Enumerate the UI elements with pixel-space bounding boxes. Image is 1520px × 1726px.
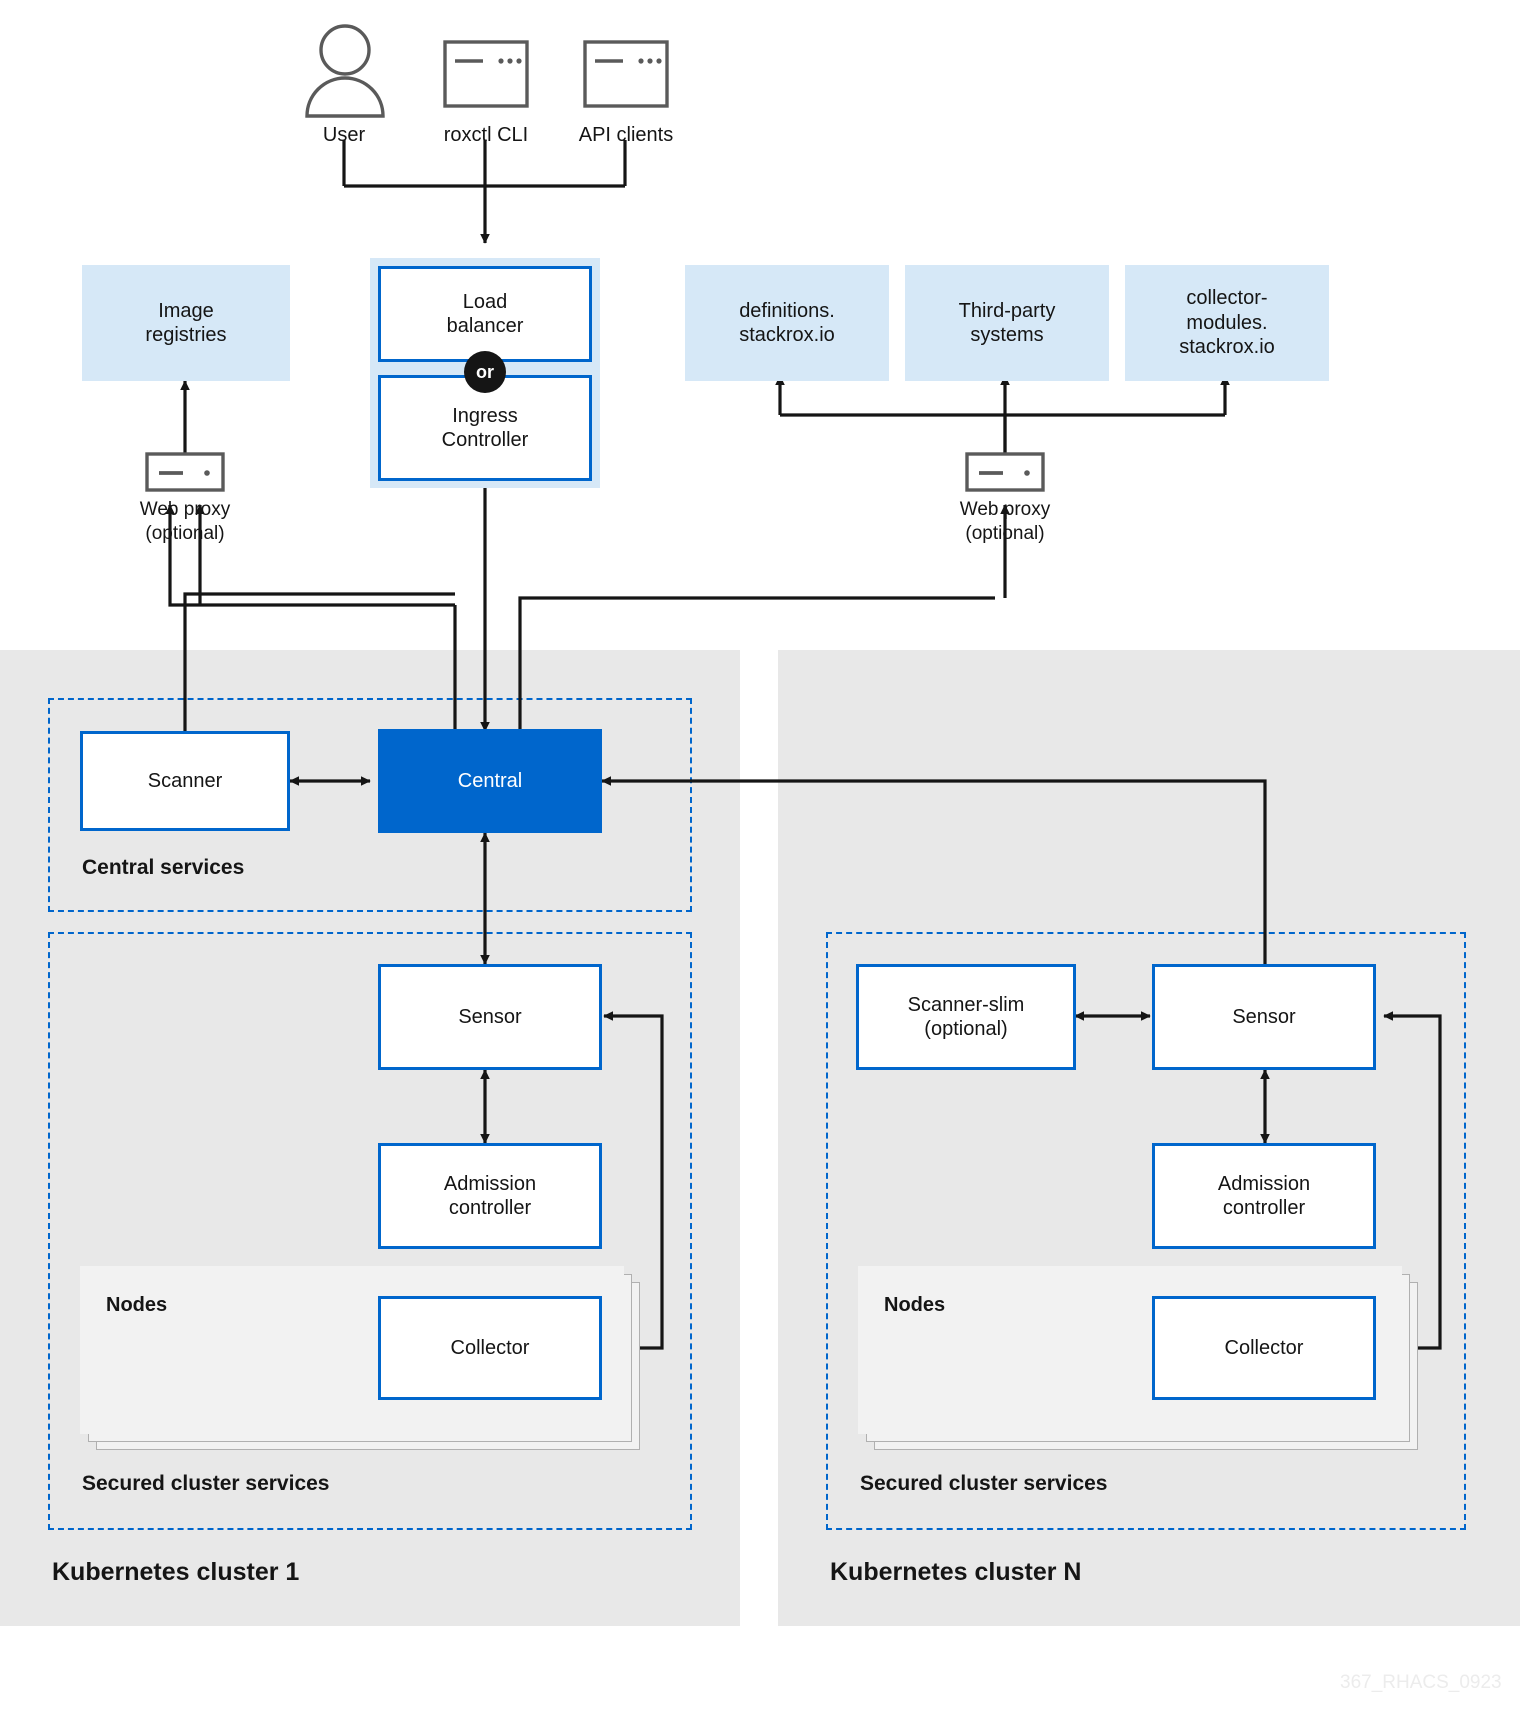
- web-proxy-left-optional: (optional): [145, 522, 225, 544]
- user-label: User: [322, 124, 366, 146]
- api-clients-actor: [583, 40, 669, 108]
- cluster-1-nodes-label: Nodes: [106, 1294, 168, 1316]
- cluster-1-secured-caption: Secured cluster services: [82, 1472, 330, 1495]
- scanner-box[interactable]: Scanner: [80, 731, 290, 831]
- cluster-n-sensor-label: Sensor: [1232, 1005, 1296, 1028]
- or-chip: or: [464, 351, 506, 393]
- cluster-n-secured-caption: Secured cluster services: [860, 1472, 1108, 1495]
- cluster-n-caption: Kubernetes cluster N: [830, 1558, 1082, 1586]
- cluster-1-collector-box[interactable]: Collector: [378, 1296, 602, 1400]
- cluster-1-sensor-box[interactable]: Sensor: [378, 964, 602, 1070]
- web-proxy-right-label: Web proxy (optional): [915, 498, 1095, 546]
- api-clients-label: API clients: [578, 124, 674, 146]
- web-proxy-left: [145, 452, 225, 492]
- central-services-caption: Central services: [82, 856, 245, 879]
- terminal-window-icon: [443, 40, 529, 108]
- definitions-stackrox-label: definitions.stackrox.io: [739, 299, 835, 346]
- definitions-stackrox-box[interactable]: definitions.stackrox.io: [685, 265, 889, 381]
- web-proxy-right-optional: (optional): [965, 522, 1045, 544]
- cluster-1-collector-label: Collector: [450, 1336, 530, 1359]
- cluster-n-collector-box[interactable]: Collector: [1152, 1296, 1376, 1400]
- roxctl-cli-label: roxctl CLI: [443, 124, 529, 146]
- central-box[interactable]: Central: [378, 729, 602, 833]
- cluster-1-caption: Kubernetes cluster 1: [52, 1558, 300, 1586]
- proxy-server-icon: [145, 452, 225, 492]
- collector-modules-box[interactable]: collector-modules.stackrox.io: [1125, 265, 1329, 381]
- scanner-label: Scanner: [147, 769, 223, 792]
- web-proxy-right: [965, 452, 1045, 492]
- cluster-n-scanner-slim-label: Scanner-slim(optional): [907, 993, 1025, 1040]
- person-icon: [305, 24, 385, 118]
- proxy-server-icon: [965, 452, 1045, 492]
- cluster-n-nodes-label: Nodes: [884, 1294, 946, 1316]
- watermark: 367_RHACS_0923: [1340, 1672, 1502, 1693]
- roxctl-cli-actor: [443, 40, 529, 108]
- cluster-n-scanner-slim-box[interactable]: Scanner-slim(optional): [856, 964, 1076, 1070]
- collector-modules-label: collector-modules.stackrox.io: [1179, 287, 1275, 359]
- cluster-1-sensor-label: Sensor: [458, 1005, 522, 1028]
- cluster-n-collector-label: Collector: [1224, 1336, 1304, 1359]
- cluster-n-sensor-box[interactable]: Sensor: [1152, 964, 1376, 1070]
- web-proxy-left-label: Web proxy (optional): [95, 498, 275, 546]
- web-proxy-right-title: Web proxy: [959, 499, 1051, 520]
- central-label: Central: [457, 769, 523, 792]
- cluster-1-secured-zone: [48, 932, 692, 1530]
- user-actor: [300, 22, 390, 118]
- web-proxy-left-title: Web proxy: [139, 499, 231, 520]
- terminal-window-icon: [583, 40, 669, 108]
